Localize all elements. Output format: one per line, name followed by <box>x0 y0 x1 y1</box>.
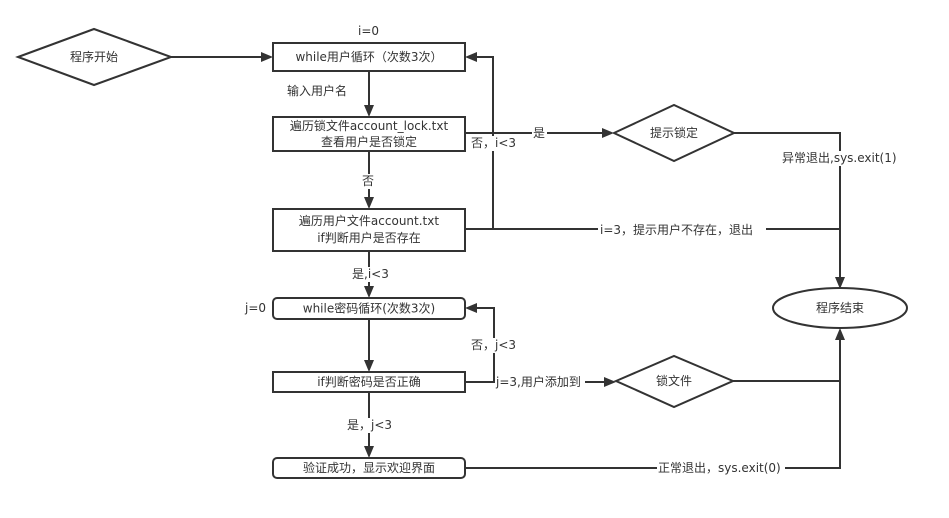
node-prompt-locked[interactable]: 提示锁定 <box>611 103 737 163</box>
node-success[interactable]: 验证成功，显示欢迎界面 <box>272 457 466 479</box>
node-start-label: 程序开始 <box>70 49 118 64</box>
label-pwd-retry: 否，j<3 <box>471 338 516 352</box>
node-check-lock-line2: 查看用户是否锁定 <box>321 134 417 149</box>
label-i-init: i=0 <box>358 24 379 38</box>
node-check-pwd[interactable]: if判断密码是否正确 <box>272 371 466 393</box>
node-check-pwd-label: if判断密码是否正确 <box>317 374 421 389</box>
label-j-init: j=0 <box>244 301 266 315</box>
arrow-head <box>465 52 477 62</box>
node-end-label: 程序结束 <box>816 300 864 315</box>
label-user-not-exist: i=3，提示用户不存在，退出 <box>600 222 753 237</box>
label-not-locked-loop: 否，i<3 <box>471 136 516 150</box>
arrow-head <box>364 105 374 117</box>
label-bg <box>346 418 396 433</box>
node-end[interactable]: 程序结束 <box>772 287 908 329</box>
arrow-head <box>364 360 374 372</box>
label-input-username: 输入用户名 <box>287 83 347 98</box>
node-check-user-line1: 遍历用户文件account.txt <box>299 213 439 228</box>
node-user-loop[interactable]: while用户循环（次数3次） <box>272 42 466 72</box>
label-not-locked-down: 否 <box>362 174 374 188</box>
node-check-user-line2: if判断用户是否存在 <box>317 230 421 245</box>
label-bg <box>495 374 585 389</box>
label-bg <box>351 267 389 282</box>
node-user-loop-label: while用户循环（次数3次） <box>295 49 442 64</box>
edges <box>171 52 845 469</box>
nodes: 程序开始 while用户循环（次数3次） 遍历锁文件account_lock.t… <box>15 27 908 479</box>
node-check-user[interactable]: 遍历用户文件account.txt if判断用户是否存在 <box>272 208 466 252</box>
label-normal-exit: 正常退出，sys.exit(0) <box>658 461 781 475</box>
node-check-lock[interactable]: 遍历锁文件account_lock.txt 查看用户是否锁定 <box>272 116 466 152</box>
label-bg <box>657 461 785 476</box>
node-lock-file[interactable]: 锁文件 <box>613 354 736 409</box>
label-bg <box>470 338 520 353</box>
node-pwd-loop-label: while密码循环(次数3次) <box>303 301 435 316</box>
edge-success-to-end <box>465 339 841 469</box>
arrow-head <box>364 446 374 458</box>
label-bg <box>532 126 547 141</box>
arrow-head <box>465 303 477 313</box>
node-lock-file-label: 锁文件 <box>656 373 692 388</box>
label-bg <box>598 222 766 237</box>
arrow-head <box>261 52 273 62</box>
label-pwd-correct: 是，j<3 <box>347 418 392 432</box>
edge-labels: i=0 输入用户名 是 否，i<3 否 异常退出,sys.exit(1) i=3… <box>244 24 899 476</box>
arrow-head <box>364 197 374 209</box>
node-success-label: 验证成功，显示欢迎界面 <box>303 460 435 475</box>
arrow-head <box>602 128 614 138</box>
arrow-head <box>835 277 845 289</box>
arrow-head <box>364 286 374 298</box>
node-pwd-loop[interactable]: while密码循环(次数3次) <box>272 297 466 320</box>
arrow-head <box>604 377 616 387</box>
node-check-lock-line1: 遍历锁文件account_lock.txt <box>290 118 449 133</box>
label-bg <box>361 174 377 189</box>
label-bg <box>781 151 899 166</box>
node-prompt-locked-label: 提示锁定 <box>650 125 698 140</box>
label-user-exists: 是,i<3 <box>352 267 389 281</box>
label-locked-yes: 是 <box>533 126 545 140</box>
node-start[interactable]: 程序开始 <box>15 27 174 87</box>
label-add-to-lock: j=3,用户添加到 <box>495 374 581 389</box>
label-abnormal-exit: 异常退出,sys.exit(1) <box>782 151 897 165</box>
arrow-head <box>835 328 845 340</box>
label-bg <box>470 136 520 151</box>
